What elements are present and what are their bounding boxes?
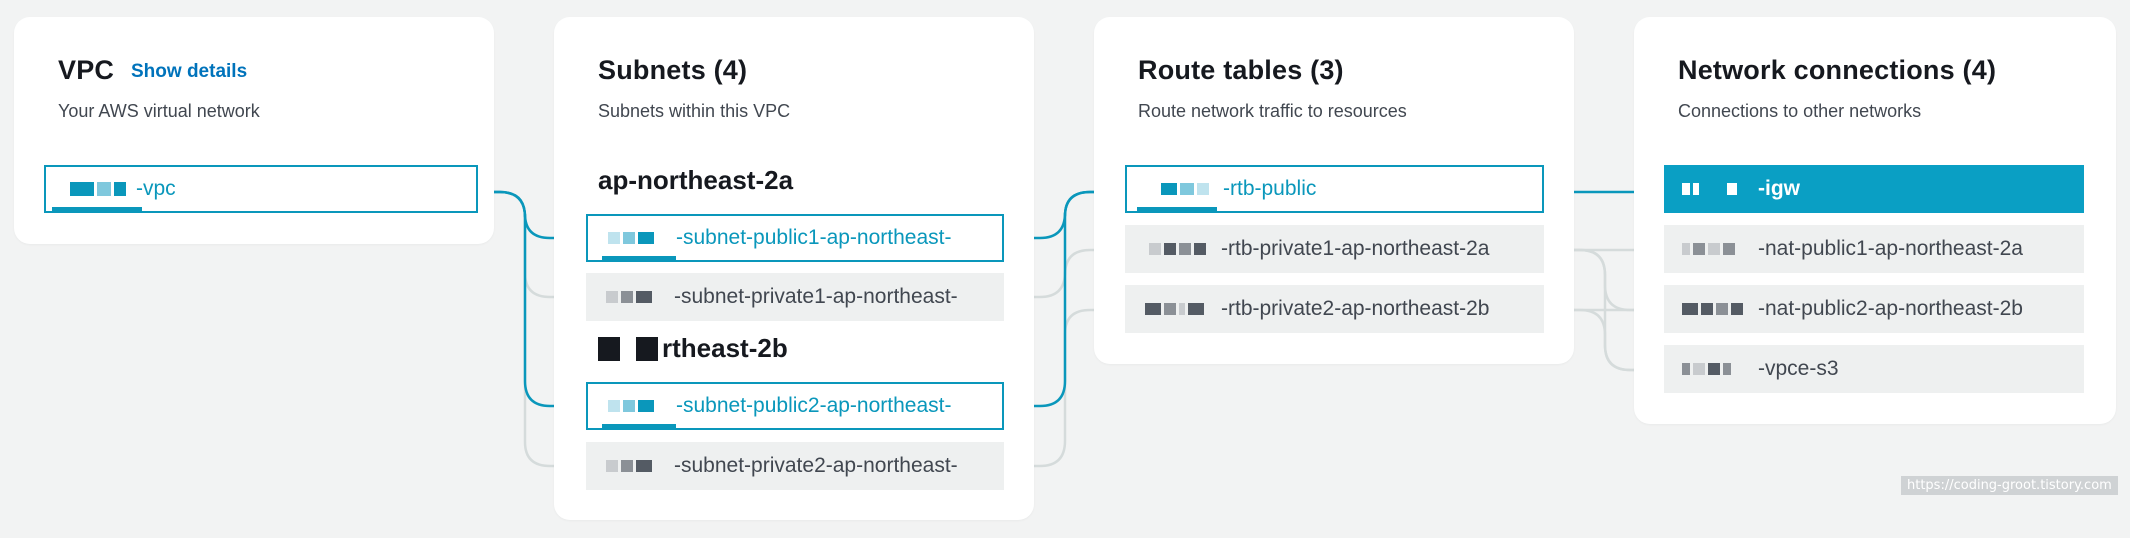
redacted-name (606, 460, 652, 472)
subnet-public1-node[interactable]: -subnet-public1-ap-northeast- (586, 214, 1004, 262)
vpc-subtitle: Your AWS virtual network (58, 101, 260, 121)
redacted-name (1682, 183, 1737, 195)
nat-public1-node[interactable]: -nat-public1-ap-northeast-2a (1664, 225, 2084, 273)
vpc-node[interactable]: -vpc (44, 165, 478, 213)
watermark: https://coding-groot.tistory.com (1901, 476, 2118, 495)
redacted-name (70, 182, 126, 196)
vpc-node-underline (52, 207, 142, 211)
redacted-name (1682, 243, 1735, 255)
redacted-name (1682, 303, 1743, 315)
az-label-2b-text: rtheast-2b (662, 333, 788, 363)
network-connections-subtitle: Connections to other networks (1678, 101, 1922, 121)
subnets-subtitle: Subnets within this VPC (598, 101, 791, 121)
wire-public2-rtb (1004, 190, 1125, 408)
az-label-2b: rtheast-2b (598, 333, 788, 364)
wire-vpc-public2 (462, 190, 586, 408)
redacted-name (1682, 363, 1731, 375)
vpc-panel: VPC Show details Your AWS virtual networ… (14, 17, 494, 244)
az-label-2a: ap-northeast-2a (598, 165, 794, 195)
subnets-title: Subnets (4) (598, 55, 748, 85)
rtb-public-node[interactable]: -rtb-public (1125, 165, 1544, 213)
redacted-name (606, 291, 652, 303)
rtb-private1-node[interactable]: -rtb-private1-ap-northeast-2a (1125, 225, 1544, 273)
route-tables-subtitle: Route network traffic to resources (1138, 101, 1407, 121)
subnet-private2-node[interactable]: -subnet-private2-ap-northeast- (586, 442, 1004, 490)
wire-rtb2-vpce (1542, 308, 1664, 372)
redacted-name (598, 336, 658, 361)
rtb-private1-label: -rtb-private1-ap-northeast-2a (1221, 237, 1490, 260)
redacted-name (608, 232, 654, 244)
network-connections-title: Network connections (4) (1678, 55, 1997, 85)
redacted-name (1149, 243, 1206, 255)
subnet-private1-node[interactable]: -subnet-private1-ap-northeast- (586, 273, 1004, 321)
vpce-s3-node[interactable]: -vpce-s3 (1664, 345, 2084, 393)
subnet-public1-label: -subnet-public1-ap-northeast- (676, 226, 952, 249)
nat-public1-label: -nat-public1-ap-northeast-2a (1758, 237, 2023, 260)
rtb-private2-label: -rtb-private2-ap-northeast-2b (1221, 297, 1490, 320)
nat-public2-node[interactable]: -nat-public2-ap-northeast-2b (1664, 285, 2084, 333)
subnets-panel: Subnets (4) Subnets within this VPC ap-n… (554, 17, 1034, 520)
subnet-private2-label: -subnet-private2-ap-northeast- (674, 454, 958, 477)
nat-public2-label: -nat-public2-ap-northeast-2b (1758, 297, 2023, 320)
subnet-public2-node[interactable]: -subnet-public2-ap-northeast- (586, 382, 1004, 430)
subnet-public1-underline (602, 256, 676, 260)
rtb-public-label: -rtb-public (1223, 177, 1317, 200)
rtb-public-underline (1137, 207, 1217, 211)
network-connections-panel: Network connections (4) Connections to o… (1634, 17, 2116, 424)
vpc-node-label: -vpc (136, 177, 176, 200)
redacted-name (1145, 303, 1204, 315)
redacted-name (608, 400, 654, 412)
show-details-link[interactable]: Show details (131, 61, 248, 82)
subnet-public2-underline (602, 424, 676, 428)
vpc-title: VPC (58, 55, 115, 85)
igw-node[interactable]: -igw (1664, 165, 2084, 213)
route-tables-title: Route tables (3) (1138, 55, 1344, 85)
rtb-private2-node[interactable]: -rtb-private2-ap-northeast-2b (1125, 285, 1544, 333)
subnet-public2-label: -subnet-public2-ap-northeast- (676, 394, 952, 417)
vpce-s3-label: -vpce-s3 (1758, 357, 1839, 380)
subnet-private1-label: -subnet-private1-ap-northeast- (674, 285, 958, 308)
igw-label: -igw (1758, 177, 1800, 200)
route-tables-panel: Route tables (3) Route network traffic t… (1094, 17, 1574, 364)
redacted-name (1161, 183, 1209, 195)
